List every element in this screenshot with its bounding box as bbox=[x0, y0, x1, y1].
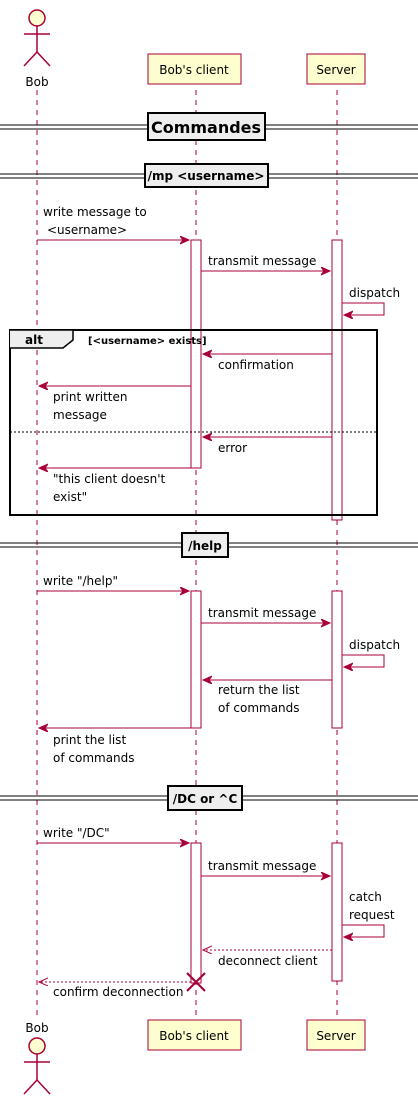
alt-condition: [<username> exists] bbox=[88, 336, 207, 347]
msg-confirm-deconnection: confirm deconnection bbox=[53, 985, 183, 999]
section-help-label: /help bbox=[188, 539, 222, 553]
section-dc-label: /DC or ^C bbox=[173, 792, 238, 806]
client-box-bottom bbox=[147, 1019, 242, 1051]
server-box-top bbox=[306, 53, 366, 85]
arrow-dispatch-1 bbox=[342, 302, 385, 315]
msg-transmit-3: transmit message bbox=[208, 859, 316, 873]
bob-actor-top bbox=[23, 9, 51, 67]
arrow-catch-request bbox=[342, 924, 385, 937]
msg-return-list-line2: of commands bbox=[218, 701, 300, 715]
client-label-top: Bob's client bbox=[159, 63, 229, 77]
client-activation-mp bbox=[190, 239, 202, 469]
client-label-bottom: Bob's client bbox=[159, 1029, 229, 1043]
msg-print-list-line2: of commands bbox=[53, 751, 135, 765]
section-commandes-label: Commandes bbox=[151, 118, 261, 137]
server-label-bottom: Server bbox=[316, 1029, 355, 1043]
section-help bbox=[0, 532, 418, 558]
server-activation-mp bbox=[331, 239, 343, 521]
msg-error: error bbox=[218, 441, 247, 455]
msg-print-written-line1: print written bbox=[53, 390, 128, 404]
msg-return-list-line1: return the list bbox=[218, 683, 300, 697]
client-activation-dc bbox=[190, 842, 202, 984]
msg-deconnect-client: deconnect client bbox=[218, 954, 318, 968]
msg-dispatch-1: dispatch bbox=[349, 286, 400, 300]
msg-not-exist-line2: exist" bbox=[53, 490, 87, 504]
msg-dispatch-2: dispatch bbox=[349, 638, 400, 652]
server-activation-help bbox=[331, 590, 343, 729]
section-commandes bbox=[0, 112, 418, 141]
msg-not-exist-line1: "this client doesn't bbox=[53, 472, 166, 486]
server-activation-dc bbox=[331, 842, 343, 982]
destroy-icon bbox=[186, 972, 206, 992]
section-mp bbox=[0, 163, 418, 188]
msg-print-list-line1: print the list bbox=[53, 733, 126, 747]
msg-write-dc: write "/DC" bbox=[43, 826, 110, 840]
arrow-dispatch-2 bbox=[342, 654, 385, 667]
msg-write-line2: <username> bbox=[47, 223, 127, 237]
msg-transmit-2: transmit message bbox=[208, 606, 316, 620]
server-box-bottom bbox=[306, 1019, 366, 1051]
alt-frame bbox=[9, 329, 378, 516]
msg-catch-line1: catch bbox=[349, 890, 382, 904]
client-box-top bbox=[147, 53, 242, 85]
msg-write-help: write "/help" bbox=[43, 574, 118, 588]
client-activation-help bbox=[190, 590, 202, 729]
bob-label-bottom: Bob bbox=[25, 1021, 48, 1035]
msg-transmit-1: transmit message bbox=[208, 254, 316, 268]
server-label-top: Server bbox=[316, 63, 355, 77]
msg-print-written-line2: message bbox=[53, 408, 107, 422]
bob-label-top: Bob bbox=[25, 75, 48, 89]
bob-actor-bottom bbox=[23, 1037, 51, 1095]
msg-catch-line2: request bbox=[349, 908, 395, 922]
msg-confirmation: confirmation bbox=[218, 358, 294, 372]
section-dc bbox=[0, 785, 418, 811]
msg-write-line1: write message to bbox=[43, 205, 147, 219]
alt-label: alt bbox=[25, 333, 43, 347]
section-mp-label: /mp <username> bbox=[148, 169, 265, 183]
